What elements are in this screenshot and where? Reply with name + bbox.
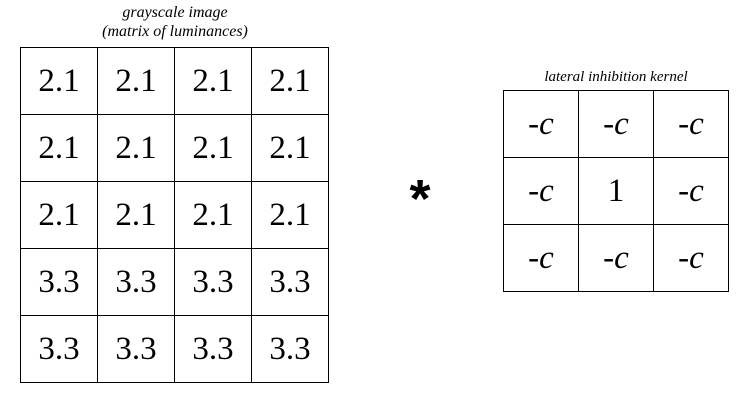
luminance-cell: 3.3	[251, 248, 329, 316]
kernel-caption: lateral inhibition kernel	[544, 69, 688, 85]
kernel-cell: -c	[653, 157, 729, 225]
kernel-row: -c-c-c	[503, 90, 729, 158]
luminance-cell: 2.1	[97, 114, 175, 182]
luminance-cell: 3.3	[251, 315, 329, 383]
luminance-cell: 3.3	[20, 248, 98, 316]
kernel-cell: -c	[578, 90, 654, 158]
luminance-cell: 2.1	[174, 181, 252, 249]
luminance-cell: 2.1	[97, 181, 175, 249]
image-caption-line1: grayscale image	[122, 4, 228, 21]
luminance-cell: 2.1	[20, 114, 98, 182]
luminance-cell: 2.1	[251, 47, 329, 115]
luminance-cell: 2.1	[20, 181, 98, 249]
kernel-cell: -c	[653, 90, 729, 158]
kernel-cell: -c	[653, 224, 729, 292]
kernel-cell: -c	[503, 90, 579, 158]
luminance-cell: 2.1	[174, 47, 252, 115]
kernel-cell: -c	[578, 224, 654, 292]
image-caption: grayscale image (matrix of luminances)	[20, 3, 330, 41]
luminance-cell: 2.1	[97, 47, 175, 115]
luminance-cell: 3.3	[97, 315, 175, 383]
luminance-cell: 3.3	[20, 315, 98, 383]
luminance-cell: 2.1	[20, 47, 98, 115]
convolution-operator: *	[409, 169, 431, 229]
kernel-cell: 1	[578, 157, 654, 225]
image-caption-line2: (matrix of luminances)	[102, 23, 248, 40]
luminance-cell: 2.1	[174, 114, 252, 182]
luminance-cell: 3.3	[97, 248, 175, 316]
luminance-cell: 2.1	[251, 181, 329, 249]
kernel-row: -c-c-c	[503, 224, 729, 292]
kernel-cell: -c	[503, 157, 579, 225]
luminance-cell: 3.3	[174, 248, 252, 316]
kernel-cell: -c	[503, 224, 579, 292]
luminance-cell: 3.3	[174, 315, 252, 383]
luminance-cell: 2.1	[251, 114, 329, 182]
